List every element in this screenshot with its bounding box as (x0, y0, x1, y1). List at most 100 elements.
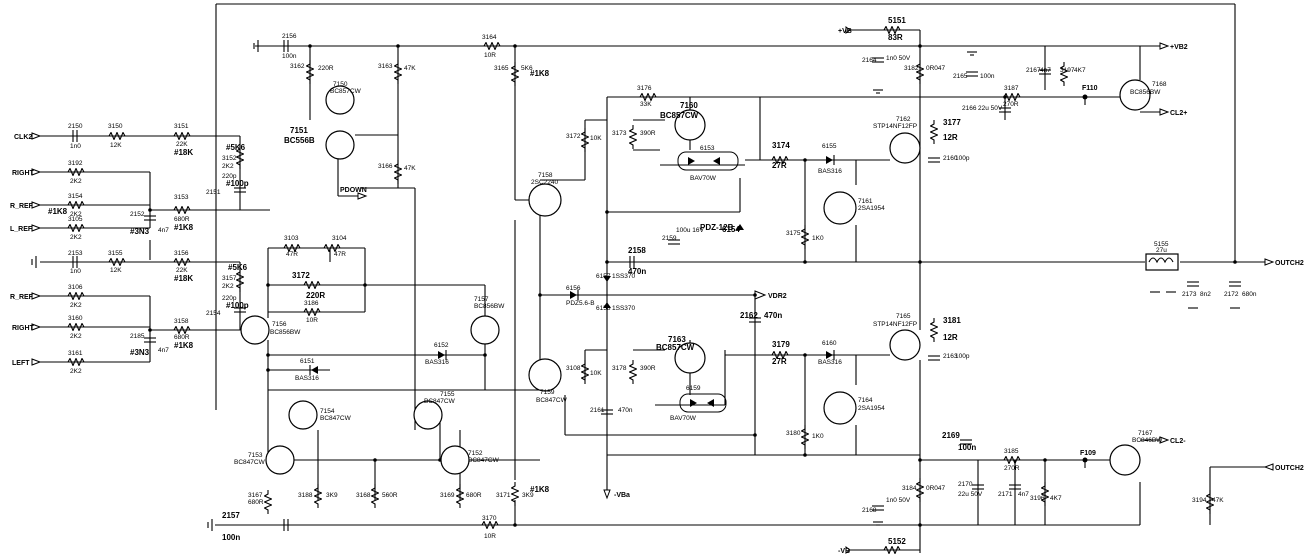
label-r5152: 5152 (888, 537, 906, 546)
label-c2150v: 1n0 (70, 143, 81, 150)
label-r3174v: 27R (772, 161, 787, 170)
label-q7168: 7168 (1152, 81, 1167, 88)
label-r3152v: 2K2 (222, 163, 234, 170)
net-cl2-neg: CL2- (1170, 438, 1186, 445)
label-r3104v: 47R (334, 251, 346, 258)
label-q7157: 7157 (474, 296, 489, 303)
label-q7159t: BC847CW (536, 397, 568, 404)
label-q7155: 7155 (440, 391, 455, 398)
label-r3153v: 680R (174, 216, 190, 223)
label-c2158: 2158 (628, 246, 646, 255)
net-r-ref-1: R_REF (10, 203, 34, 210)
label-r3179: 3179 (772, 340, 790, 349)
label-r3184: 3184 (902, 485, 917, 492)
label-q7158: 7158 (538, 172, 553, 179)
label-r3173: 3173 (612, 130, 627, 137)
label-q7168t: BC856BW (1130, 89, 1161, 96)
label-r3181v: 12R (943, 333, 958, 342)
label-r3106v: 2K2 (70, 302, 82, 309)
label-c2167v: 4n7 (1040, 67, 1051, 74)
label-r3175: 3175 (786, 230, 801, 237)
label-r3167v: 680R (248, 499, 264, 506)
label-c2172: 2172 (1224, 291, 1239, 298)
label-q7160: 7160 (680, 101, 698, 110)
label-c2152: 2152 (130, 211, 145, 218)
label-d6152: 6152 (434, 342, 449, 349)
label-r3151: 3151 (174, 123, 189, 130)
label-d6153t: BAV70W (690, 175, 717, 182)
label-r3150: 3150 (108, 123, 123, 130)
label-r3153: 3153 (174, 194, 189, 201)
label-c2151n: #100p (226, 179, 249, 188)
diodes (309, 151, 835, 413)
net-left-2: LEFT (12, 360, 30, 367)
label-r3161v: 2K2 (70, 368, 82, 375)
label-c2172v: 680n (1242, 291, 1257, 298)
net-pdown: PDOWN (340, 187, 367, 194)
label-r3106: 3106 (68, 284, 83, 291)
ground-symbols (31, 40, 1240, 531)
label-c2164v: 1n0 50V (886, 55, 911, 62)
label-r3169v: 680R (466, 492, 482, 499)
label-r3156v: 22K (176, 267, 188, 274)
label-c2166v: 22u 50V (978, 105, 1003, 112)
net-vb2-pos: +VB2 (1170, 44, 1188, 51)
label-r3165n: #1K8 (530, 69, 550, 78)
label-d6151t: BAS316 (295, 375, 319, 382)
label-r3180: 3180 (786, 430, 801, 437)
net-outch2-out: OUTCH2 (1275, 260, 1304, 267)
label-q7156t: BC856BW (270, 329, 301, 336)
label-d6159t: BAV70W (670, 415, 697, 422)
label-q7152t: BC847CW (468, 457, 500, 464)
label-d6158: 6158 (596, 305, 611, 312)
label-q7153: 7153 (248, 452, 263, 459)
net-labels: CLK2 RIGHT R_REF L_REF R_REF RIGHT LEFT … (10, 28, 1304, 555)
label-c2164: 2164 (862, 57, 877, 64)
label-q7157t: BC856BW (474, 303, 505, 310)
label-r3161: 3161 (68, 350, 83, 357)
label-c2171v: 4n7 (1018, 491, 1029, 498)
label-d6155: 6155 (822, 143, 837, 150)
label-r3171n: #1K8 (530, 485, 550, 494)
label-r3165v: 5K6 (521, 65, 533, 72)
label-q7154t: BC847CW (320, 415, 352, 422)
label-r3177: 3177 (943, 118, 961, 127)
label-r3172bv: 10K (590, 135, 602, 142)
label-z6154t: PDZ-12B (700, 223, 734, 232)
label-c2159: 2159 (662, 235, 677, 242)
label-r3163: 3163 (378, 63, 393, 70)
label-r3158: 3158 (174, 318, 189, 325)
label-p3172: 3172 (292, 271, 310, 280)
label-r3186v: 10R (306, 317, 318, 324)
label-c2173v: 8n2 (1200, 291, 1211, 298)
label-c2159v: 100u 16V (676, 227, 704, 234)
label-r3192: 3192 (68, 160, 83, 167)
label-r3154v: 2K2 (70, 211, 82, 218)
label-c2163: 2163 (943, 353, 958, 360)
label-c2173: 2173 (1182, 291, 1197, 298)
label-p3172v: 220R (306, 291, 325, 300)
label-r3175v: 1K0 (812, 235, 824, 242)
label-d6160: 6160 (822, 340, 837, 347)
label-c2158v: 470n (628, 267, 646, 276)
label-c2162: 2162 (740, 311, 758, 320)
label-r3178v: 390R (640, 365, 656, 372)
label-q7151: 7151 (290, 126, 308, 135)
label-r3162: 3162 (290, 63, 305, 70)
label-d6156t: PDZ5.6-B (566, 300, 595, 307)
label-d6152t: BAS316 (425, 359, 449, 366)
label-r3170: 3170 (482, 515, 497, 522)
label-c2154v: 220p (222, 295, 237, 302)
net-r-ref-2: R_REF (10, 294, 34, 301)
label-r3156: 3156 (174, 250, 189, 257)
label-r3151v: 22K (176, 141, 188, 148)
label-r3154n: #1K8 (48, 207, 68, 216)
label-r3104: 3104 (332, 235, 347, 242)
label-r3171: 3171 (496, 492, 511, 499)
label-r3182: 3182 (904, 65, 919, 72)
wires (40, 3, 1265, 553)
net-f109: F109 (1080, 450, 1096, 457)
label-r3194: 3194 (1192, 497, 1207, 504)
